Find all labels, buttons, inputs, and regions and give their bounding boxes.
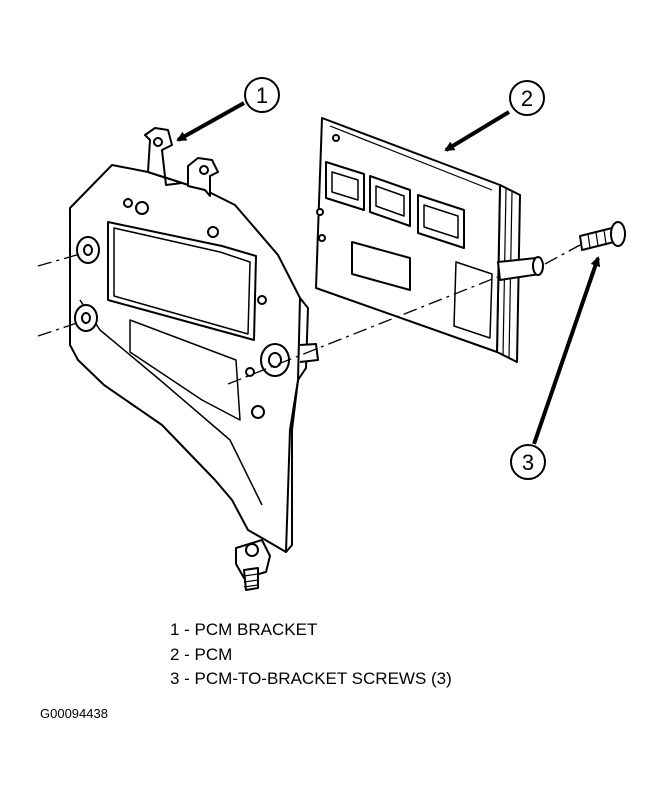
pcm-screw	[579, 221, 626, 251]
pcm-module	[315, 117, 544, 363]
alignment-lines	[37, 244, 581, 385]
legend-item-pcm: 2 - PCM	[170, 644, 233, 664]
callout-1-number: 1	[256, 83, 268, 108]
callout-3-number: 3	[522, 450, 534, 475]
callout-3: 3	[510, 256, 601, 480]
pcm-bracket-exploded-diagram: 1 2 3	[37, 77, 626, 591]
callout-1: 1	[176, 77, 280, 142]
figure-id: G00094438	[40, 706, 108, 721]
callout-2: 2	[444, 80, 545, 152]
legend-item-screws: 3 - PCM-TO-BRACKET SCREWS (3)	[170, 669, 452, 688]
callout-2-number: 2	[521, 86, 533, 111]
pcm-bracket	[69, 127, 319, 591]
legend-item-pcm-bracket: 1 - PCM BRACKET	[170, 620, 318, 639]
legend: 1 - PCM BRACKET 2 - PCM 3 - PCM-TO-BRACK…	[170, 618, 452, 692]
